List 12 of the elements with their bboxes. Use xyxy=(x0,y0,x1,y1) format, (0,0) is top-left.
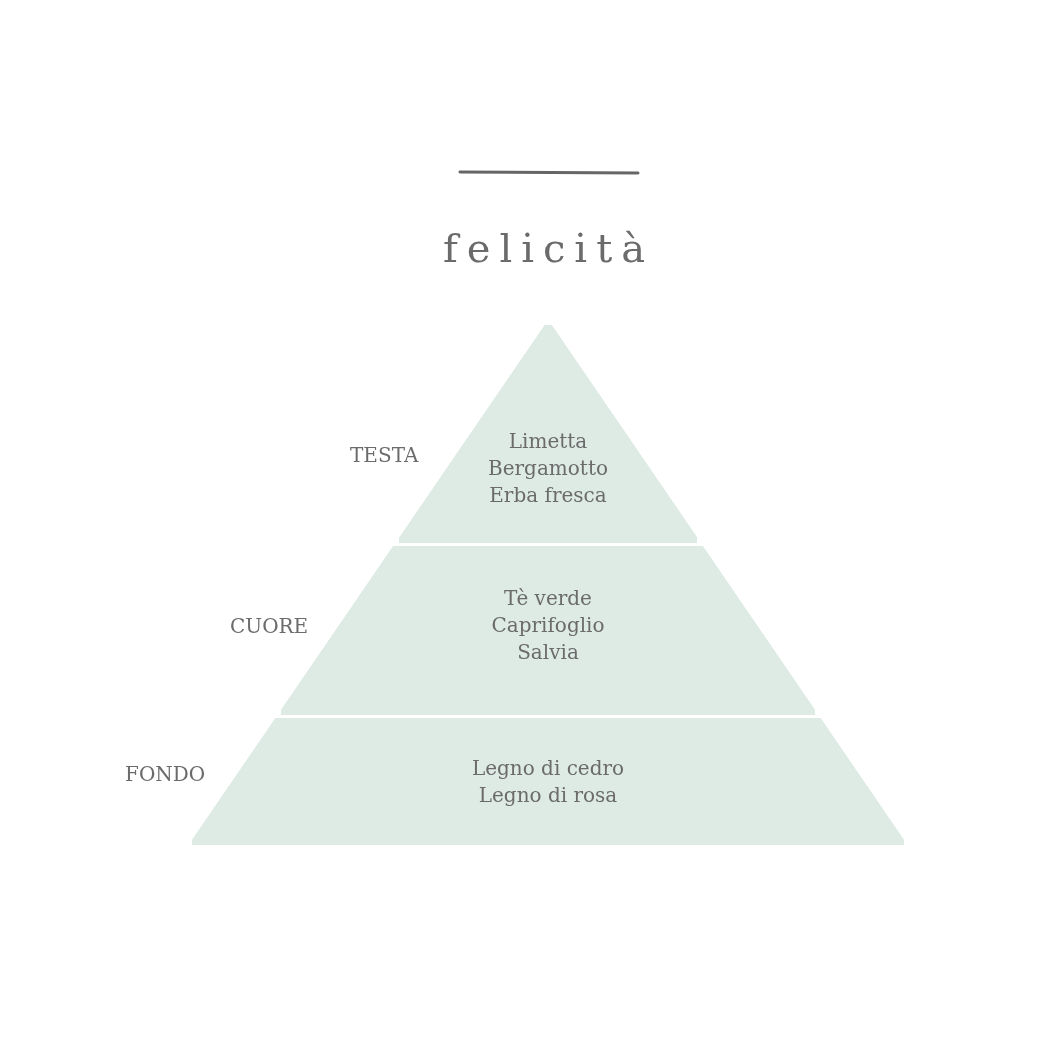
tier-label: TESTA xyxy=(350,443,419,467)
note-name: Tè verde xyxy=(504,585,592,612)
tier-label: FONDO xyxy=(125,762,206,786)
note-name: Erba fresca xyxy=(489,482,607,509)
tier-label: CUORE xyxy=(230,614,309,638)
note-name: Salvia xyxy=(517,639,579,666)
note-name: Legno di cedro xyxy=(471,755,625,782)
note-name: Bergamotto xyxy=(488,455,608,482)
title: felicità xyxy=(441,225,656,271)
note-name: Limetta xyxy=(508,428,588,455)
note-name: Caprifoglio xyxy=(491,612,605,639)
note-name: Legno di rosa xyxy=(478,782,618,809)
